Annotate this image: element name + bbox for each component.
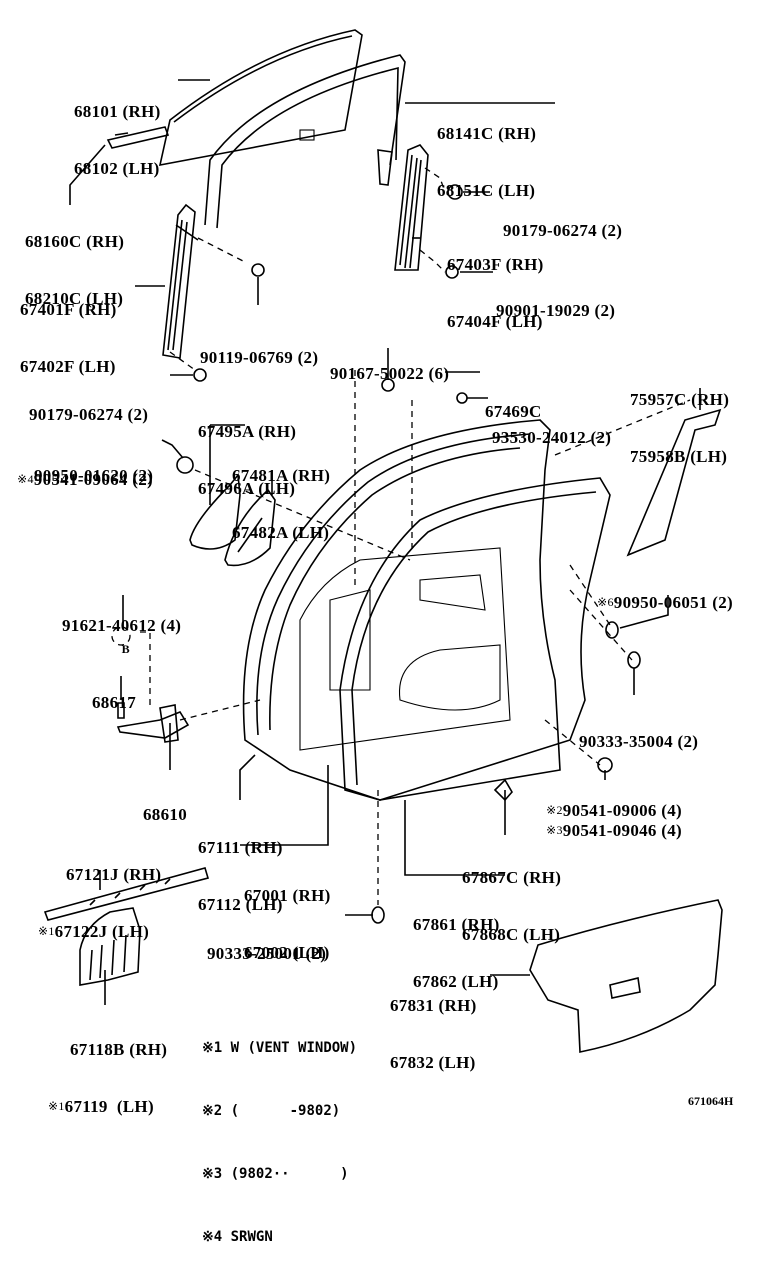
label-hinge-cover: 67118B (RH) ※167119 (LH) <box>48 1040 168 1116</box>
label-rear-run-channel: 67401F (RH) 67402F (LH) <box>20 300 117 376</box>
notes-legend: ※1 W (VENT WINDOW) ※2 ( -9802) ※3 (9802·… <box>202 996 357 1269</box>
window-regulator-drawing <box>394 144 446 273</box>
dashed-assembly-lines <box>140 370 691 905</box>
label-plug-90950-06051: ※690950-06051 (2) <box>597 593 733 612</box>
glass-channel-drawing <box>106 126 170 149</box>
run-channel-drawing <box>204 54 406 229</box>
hinge-drawing <box>116 702 190 743</box>
note-4: ※4 SRWGN <box>202 1229 273 1245</box>
label-bolt-regulator-lower: 90901-19029 (2) <box>496 301 616 320</box>
label-plug-90333-35004: 90333-35004 (2) <box>579 732 699 751</box>
label-panel-67111: 67111 (RH) 67112 (LH) <box>198 838 283 914</box>
label-clip-90541-09064: ※490541-09064 (2) <box>17 470 153 489</box>
label-clip-90950-01620: 90950-01620 (2) <box>34 466 154 485</box>
diagram-code: 671064H <box>688 1094 734 1108</box>
parts-diagram-artwork <box>43 29 723 1053</box>
label-door-panel: 67001 (RH) 67002 (LH) <box>244 886 331 962</box>
bolt-b-marker: B <box>121 642 130 656</box>
window-glass-drawing <box>158 29 363 167</box>
bolt-b-marker-circle <box>111 626 131 646</box>
leader-lines <box>69 79 701 1005</box>
label-weatherstrip: 67861 (RH) 67862 (LH) <box>413 915 500 991</box>
weatherstrip-drawing <box>339 477 611 801</box>
label-cover-67481: 67481A (RH) 67482A (LH) <box>232 466 331 542</box>
plug-icons <box>371 621 641 924</box>
label-clip-67867: 67867C (RH) 67868C (LH) <box>462 868 562 944</box>
label-bracket-67495: 67495A (RH) 67496A (LH) <box>198 422 297 498</box>
garnish-pillar-drawing <box>626 408 722 557</box>
reinforcement-67121-drawing <box>43 867 210 921</box>
bolt-icons <box>176 184 468 474</box>
label-window-glass: 68101 (RH) 68102 (LH) <box>74 102 161 178</box>
label-bolt-91621: 91621-40612 (4) <box>62 616 182 635</box>
label-bracket-67469: 67469C <box>485 402 542 421</box>
label-screw-93530: 93530-24012 (2) <box>492 428 612 447</box>
label-reinforcement-67121: 67121J (RH) ※167122J (LH) <box>38 865 162 941</box>
label-glass-channel: 68160C (RH) 68210C (LH) <box>25 232 125 308</box>
label-door-check: 68610 <box>143 805 187 824</box>
label-screw-panel: 90167-50022 (6) <box>330 364 450 383</box>
hinge-cover-drawing <box>79 907 141 986</box>
clip-67867-drawing <box>493 778 513 802</box>
note-3: ※3 (9802·· ) <box>202 1166 349 1182</box>
label-bolt-regulator-upper: 90179-06274 (2) <box>503 221 623 240</box>
label-window-regulator: 67403F (RH) 67404F (LH) <box>447 255 544 331</box>
label-bolt-channel-lower: 90179-06274 (2) <box>29 405 149 424</box>
note-1: ※1 W (VENT WINDOW) <box>202 1040 358 1056</box>
trim-panel-drawing <box>529 899 723 1053</box>
label-plug-90333-25001: 90333-25001 (2) <box>207 944 327 963</box>
label-run-channel: 68141C (RH) 68151C (LH) <box>437 124 537 200</box>
label-clip-90541-09046: ※390541-09046 (4) <box>546 821 682 840</box>
label-hinge-pin: 68617 <box>92 693 136 712</box>
door-panel-drawing <box>242 419 561 801</box>
cover-67481-drawing <box>189 472 276 567</box>
rear-run-channel-drawing <box>162 203 246 371</box>
label-clip-90541-09006: ※290541-09006 (4) <box>546 801 682 820</box>
label-bolt-run-channel: 90119-06769 (2) <box>200 348 319 367</box>
label-trim-panel: 67831 (RH) 67832 (LH) <box>390 996 477 1072</box>
label-garnish-pillar: 75957C (RH) 75958B (LH) <box>630 390 730 466</box>
